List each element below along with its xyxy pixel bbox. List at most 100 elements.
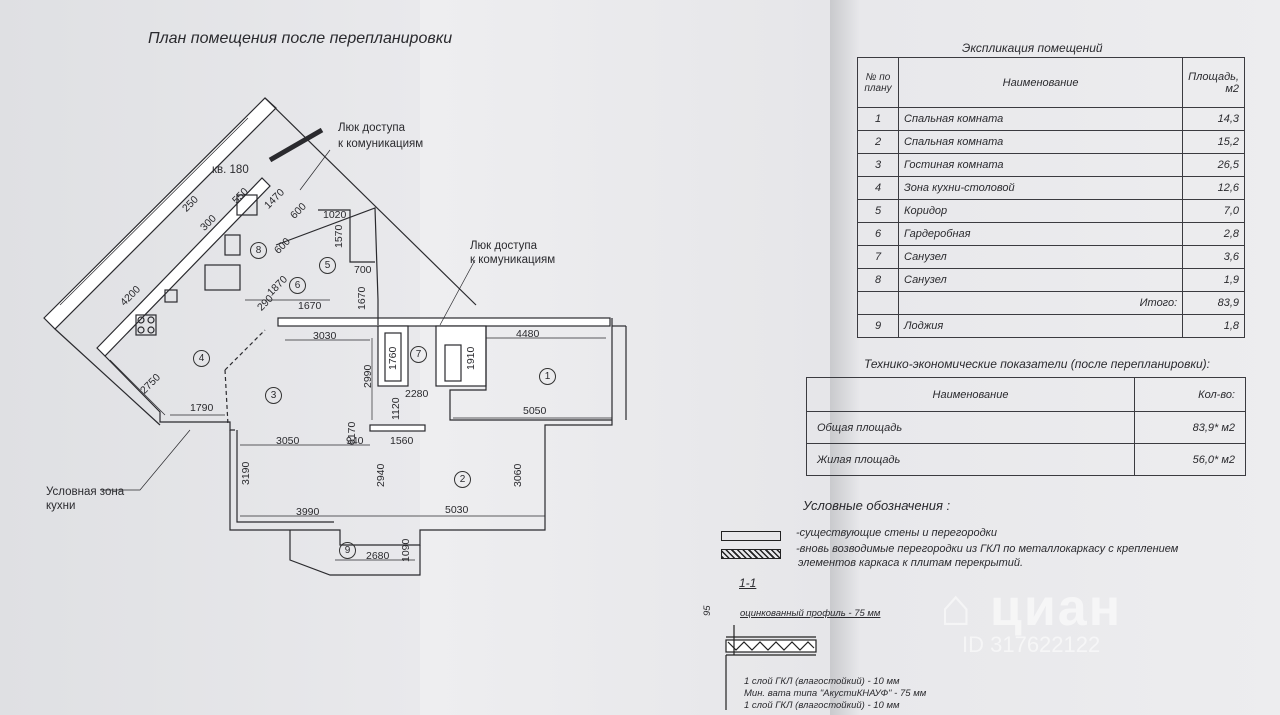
total-label: Итого: [897, 291, 1184, 315]
legend-title: Условные обозначения : [803, 498, 951, 513]
table-cell: 1,9 [1182, 268, 1245, 292]
table-cell: 2 [857, 130, 899, 154]
table-cell: Зона кухни-столовой [897, 176, 1184, 200]
dimension-label: 1670 [298, 300, 322, 312]
plan-title: План помещения после перепланировки [148, 30, 453, 47]
column-header-quantity: Кол-во: [1134, 377, 1246, 412]
watermark-brand-text: циан [989, 579, 1123, 637]
dimension-label: 3050 [276, 435, 300, 447]
kitchen-zone-label-1: Условная зона [46, 486, 125, 498]
watermark-brand: ⌂ циан [940, 578, 1122, 638]
dimension-label: 3190 [240, 461, 252, 485]
dimension-label: 2990 [362, 364, 374, 388]
dimension-label: 1570 [333, 224, 345, 248]
table-header-row: № по плану Наименование Площадь, м2 [857, 57, 1245, 108]
watermark-logo-icon: ⌂ [940, 579, 974, 637]
room-number-8: 8 [250, 242, 267, 259]
dimension-label: 3990 [296, 506, 320, 518]
table-cell: 8 [857, 268, 899, 292]
table-cell: Общая площадь [806, 411, 1135, 444]
table-cell: Жилая площадь [806, 443, 1135, 476]
room-number-4: 4 [193, 350, 210, 367]
section-layer-1: 1 слой ГКЛ (влагостойкий) - 10 мм [744, 676, 900, 687]
floor-plan-drawing [43, 97, 627, 576]
table-cell [857, 291, 899, 315]
table-cell: Санузел [897, 268, 1184, 292]
table-cell: 9 [857, 314, 899, 338]
access-hatch-top-label-1: Люк доступа [338, 122, 406, 134]
table-cell: Лоджия [897, 314, 1184, 338]
table-row: Общая площадь 83,9* м2 [806, 411, 1246, 444]
dimension-label: 1790 [190, 402, 214, 414]
table-cell: 6 [857, 222, 899, 246]
dimension-label: 5050 [523, 405, 547, 417]
dimension-label: 3030 [313, 330, 337, 342]
dimension-label: 4480 [516, 328, 540, 340]
table-cell: 2,8 [1182, 222, 1245, 246]
dimension-label: 1670 [356, 286, 368, 310]
table-cell: Санузел [897, 245, 1184, 269]
table-row: Жилая площадь 56,0* м2 [806, 443, 1246, 476]
section-title: 1-1 [739, 576, 757, 590]
dimension-label: 3060 [512, 463, 524, 487]
table-cell: Спальная комната [897, 130, 1184, 154]
dimension-label: 1560 [390, 435, 414, 447]
table-cell: 7 [857, 245, 899, 269]
dimension-label: 1120 [390, 397, 402, 420]
dimension-label: 2940 [375, 463, 387, 487]
table-cell: 5 [857, 199, 899, 223]
table-cell: 3,6 [1182, 245, 1245, 269]
room-number-1: 1 [539, 368, 556, 385]
explication-title: Экспликация помещений [962, 41, 1103, 55]
table-total-row: Итого:83,9 [857, 291, 1245, 315]
column-header-name: Наименование [806, 377, 1135, 412]
section-wall-detail [725, 625, 817, 710]
watermark-id: ID 317622122 [962, 632, 1101, 657]
column-header-number: № по плану [857, 57, 899, 108]
dimension-label: 1020 [323, 209, 347, 221]
paper-sheet-left [0, 0, 420, 715]
paper-sheet-middle [420, 0, 830, 715]
dimension-label: 1090 [400, 538, 412, 562]
table-cell: 4 [857, 176, 899, 200]
dimension-label: 700 [354, 264, 372, 276]
legend-new-label-1: -вновь возводимые перегородки из ГКЛ по … [796, 543, 1179, 555]
section-layer-3: 1 слой ГКЛ (влагостойкий) - 10 мм [744, 700, 900, 711]
column-header-area: Площадь, м2 [1182, 57, 1245, 108]
dimension-label: 5030 [445, 504, 469, 516]
table-cell: 7,0 [1182, 199, 1245, 223]
table-cell: 1 [857, 107, 899, 131]
room-number-7: 7 [410, 346, 427, 363]
table-cell: Коридор [897, 199, 1184, 223]
dimension-label: 1910 [465, 346, 477, 370]
section-dimension: 95 [702, 605, 713, 616]
access-hatch-mid-label-2: к комуникациям [470, 254, 556, 266]
table-cell: 15,2 [1182, 130, 1245, 154]
kitchen-zone-label-2: кухни [46, 500, 76, 512]
legend-existing-wall-swatch [721, 531, 781, 541]
tech-title: Технико-экономические показатели (после … [864, 357, 1211, 371]
table-cell: Спальная комната [897, 107, 1184, 131]
dimension-label: 1760 [387, 346, 399, 370]
table-cell: 3 [857, 153, 899, 177]
dimension-label: 2280 [405, 388, 429, 400]
room-number-6: 6 [289, 277, 306, 294]
table-header-row: Наименование Кол-во: [806, 377, 1246, 412]
table-cell: 1,8 [1182, 314, 1245, 338]
table-cell: 26,5 [1182, 153, 1245, 177]
section-profile-label: оцинкованный профиль - 75 мм [740, 608, 881, 619]
table-cell: 12,6 [1182, 176, 1245, 200]
dimension-label: 2680 [366, 550, 390, 562]
access-hatch-mid-label-1: Люк доступа [470, 240, 538, 252]
table-cell: 83,9* м2 [1134, 411, 1246, 444]
room-number-2: 2 [454, 471, 471, 488]
room-number-5: 5 [319, 257, 336, 274]
total-value: 83,9 [1182, 291, 1245, 315]
